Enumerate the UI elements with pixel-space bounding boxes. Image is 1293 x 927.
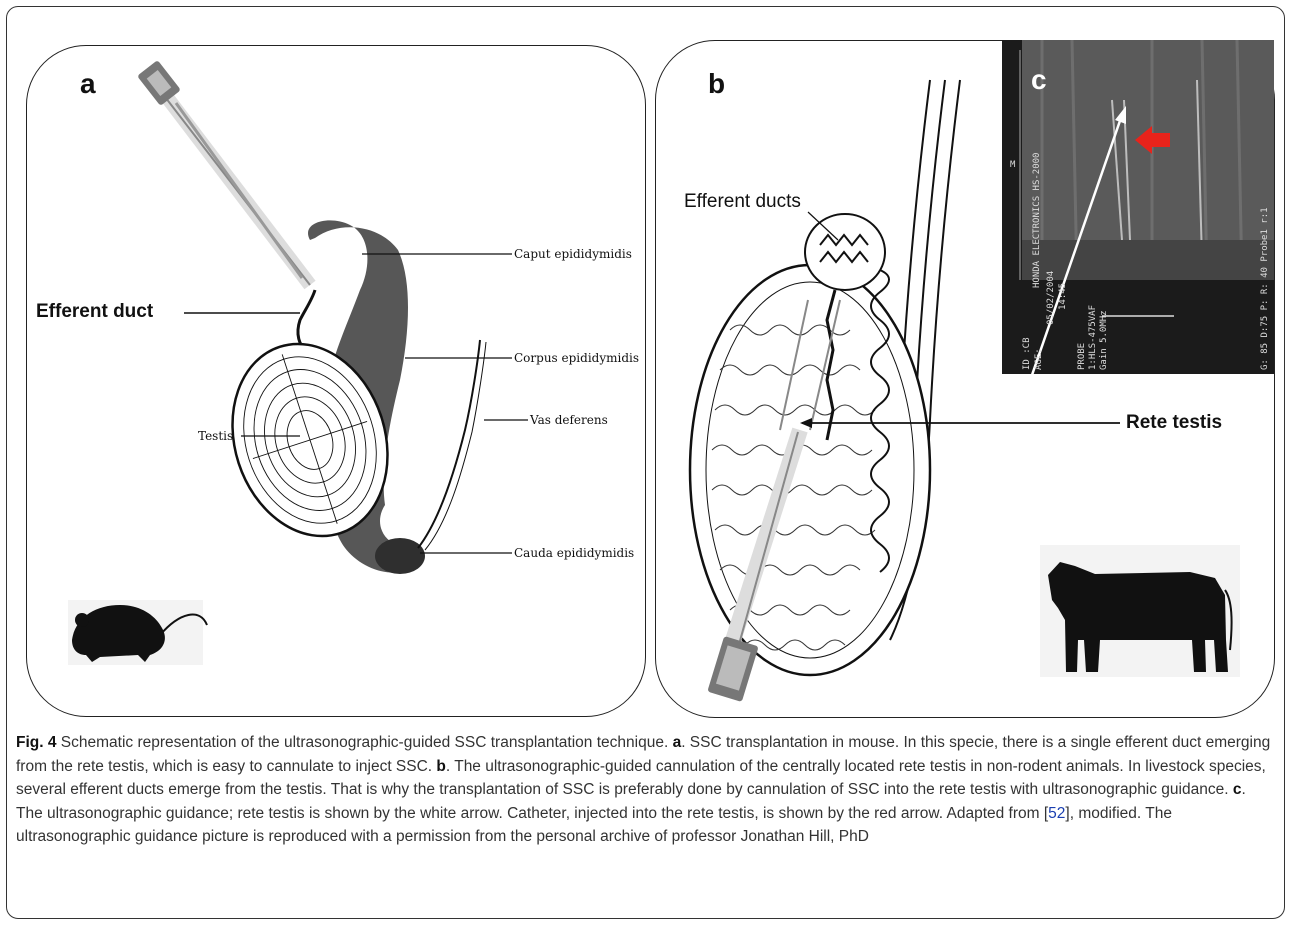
us-device: HONDA ELECTRONICS HS-2000 [1032, 153, 1042, 288]
us-freq: Gain 5.0MHz [1099, 310, 1109, 370]
caption-b: b [436, 758, 445, 775]
caption-intro: Schematic representation of the ultrason… [56, 734, 672, 751]
us-id: ID :CB [1022, 337, 1032, 370]
us-age: AGE: [1034, 348, 1044, 370]
us-date: 05/02/2004 [1046, 271, 1056, 325]
cow-silhouette-icon [1040, 545, 1240, 677]
caption-fig-label: Fig. 4 [16, 734, 56, 751]
us-time: 14:45 [1058, 283, 1068, 310]
us-m-label: M [1010, 160, 1015, 170]
efferent-ducts-label: Efferent ducts [684, 191, 801, 213]
panel-b-letter: b [708, 68, 725, 100]
us-right-text: G: 85 D:75 P: R: 40 Probe1 r:1 [1260, 207, 1270, 370]
caption-a: a [673, 734, 682, 751]
rete-testis-label: Rete testis [1126, 412, 1222, 434]
panel-c-letter: c [1031, 64, 1047, 96]
us-probe: PROBE [1077, 343, 1087, 370]
us-probe-model: 1:HLS-475VAF [1088, 305, 1098, 370]
figure-caption: Fig. 4 Schematic representation of the u… [16, 731, 1274, 849]
reference-link[interactable]: 52 [1048, 805, 1065, 822]
